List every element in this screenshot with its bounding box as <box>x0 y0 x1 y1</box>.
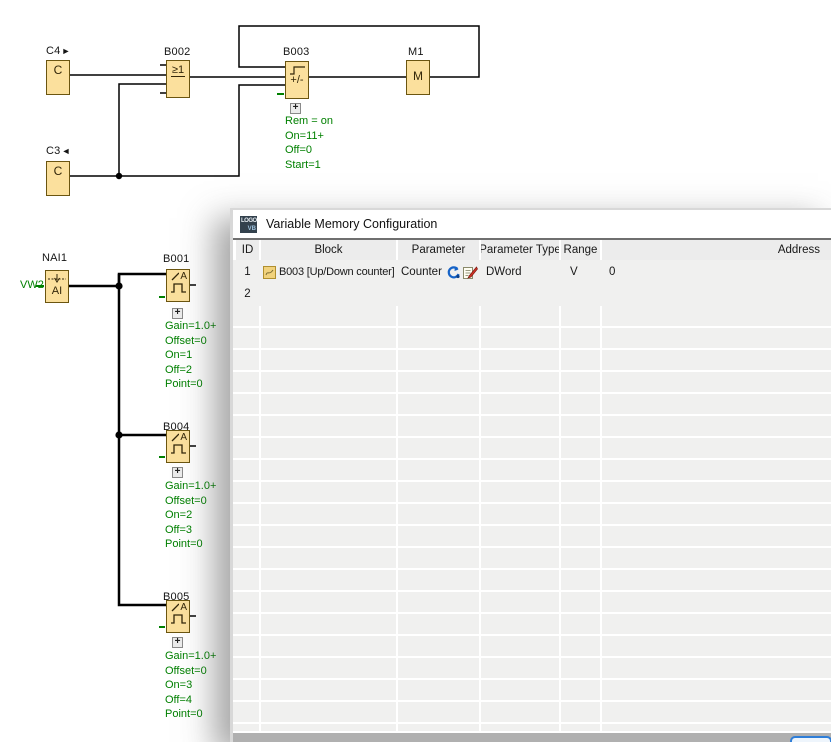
junction-dot <box>115 431 122 438</box>
cell-parameter <box>398 284 479 304</box>
wire-to-b001 <box>119 274 166 286</box>
block-type-icon <box>263 266 276 279</box>
cell-range: V <box>561 262 600 282</box>
block-label-b002: B002 <box>164 46 191 58</box>
block-parameters-b003: Rem = onOn=11+ Off=0Start=1 <box>285 114 333 172</box>
cell-range <box>561 284 600 304</box>
block-b001-analog-threshold[interactable]: A <box>166 269 190 302</box>
block-label-nai1: NAI1 <box>42 252 67 264</box>
column-header-block: Block <box>261 240 396 260</box>
column-header-id: ID <box>236 240 259 260</box>
block-label-m1: M1 <box>408 46 424 58</box>
edit-parameter-icon[interactable] <box>462 265 478 280</box>
cell-parameter-type <box>481 284 559 304</box>
column-header-address: Address <box>602 240 831 260</box>
table-row[interactable]: 1 B003 [Up/Down counter] Counter <box>233 262 831 282</box>
expand-icon[interactable]: + <box>172 308 183 319</box>
cell-block <box>261 284 396 304</box>
variable-memory-configuration-dialog: LOGOVB Variable Memory Configuration ID … <box>230 208 831 742</box>
cell-id: 1 <box>236 262 259 282</box>
pulse-icon <box>170 443 187 454</box>
column-header-parameter: Parameter <box>398 240 479 260</box>
block-c3[interactable]: C <box>46 161 70 196</box>
block-label-c4: C4► <box>46 45 71 57</box>
block-b003-updown-counter[interactable]: +/- <box>285 61 309 99</box>
block-parameters-b005: Gain=1.0+Offset=0 On=3Off=4 Point=0 <box>165 649 216 722</box>
cell-id: 2 <box>236 284 259 304</box>
block-parameters-b004: Gain=1.0+Offset=0 On=2Off=3 Point=0 <box>165 479 216 552</box>
table-header: ID Block Parameter Parameter Type Range … <box>233 240 831 260</box>
pulse-icon <box>170 282 187 293</box>
expand-icon[interactable]: + <box>172 637 183 648</box>
wire-trunk-to-b005 <box>119 274 166 605</box>
table-row[interactable]: 2 <box>233 284 831 304</box>
dialog-title: Variable Memory Configuration <box>266 217 437 231</box>
expand-icon[interactable]: + <box>290 103 301 114</box>
expand-icon[interactable]: + <box>172 467 183 478</box>
block-parameters-b001: Gain=1.0+Offset=0 On=1Off=2 Point=0 <box>165 319 216 392</box>
gain-slope-icon <box>171 603 179 612</box>
cell-parameter-type: DWord <box>481 262 559 282</box>
junction-dot <box>115 282 122 289</box>
block-b002-or[interactable]: ≥1 <box>166 60 190 98</box>
block-label-c3: C3◄ <box>46 145 71 157</box>
column-header-parameter-type: Parameter Type <box>481 240 559 260</box>
input-signal-label-vw2: VW2 <box>20 279 44 291</box>
block-b005-analog-threshold[interactable]: A <box>166 600 190 633</box>
wire-m1-feedback-to-b003 <box>239 26 479 77</box>
block-label-b001: B001 <box>163 253 190 265</box>
block-nai1-analog-input[interactable]: AI <box>45 270 69 303</box>
cell-parameter: Counter <box>398 262 479 282</box>
wire-junction-to-b002 <box>119 84 166 176</box>
cell-block: B003 [Up/Down counter] <box>261 262 396 282</box>
pulse-icon <box>170 613 187 624</box>
dialog-bottom-bar <box>233 731 831 742</box>
dialog-titlebar[interactable]: LOGOVB Variable Memory Configuration <box>233 210 831 238</box>
gain-slope-icon <box>171 272 179 281</box>
empty-table-grid <box>233 306 831 732</box>
block-label-b003: B003 <box>283 46 310 58</box>
block-b004-analog-threshold[interactable]: A <box>166 430 190 463</box>
block-c4[interactable]: C <box>46 60 70 95</box>
analog-input-icon <box>47 274 67 284</box>
table-body: 1 B003 [Up/Down counter] Counter <box>233 262 831 732</box>
logo-app-icon: LOGOVB <box>240 216 257 233</box>
block-m1-memory[interactable]: M <box>406 60 430 95</box>
cell-address[interactable]: 0 <box>602 262 831 282</box>
refresh-parameter-icon[interactable] <box>446 265 461 280</box>
wire-c3-to-b003 <box>70 85 285 176</box>
gain-slope-icon <box>171 433 179 442</box>
ok-button[interactable] <box>790 736 831 742</box>
cell-address[interactable] <box>602 284 831 304</box>
junction-dot <box>116 173 122 179</box>
column-header-range: Range <box>561 240 600 260</box>
